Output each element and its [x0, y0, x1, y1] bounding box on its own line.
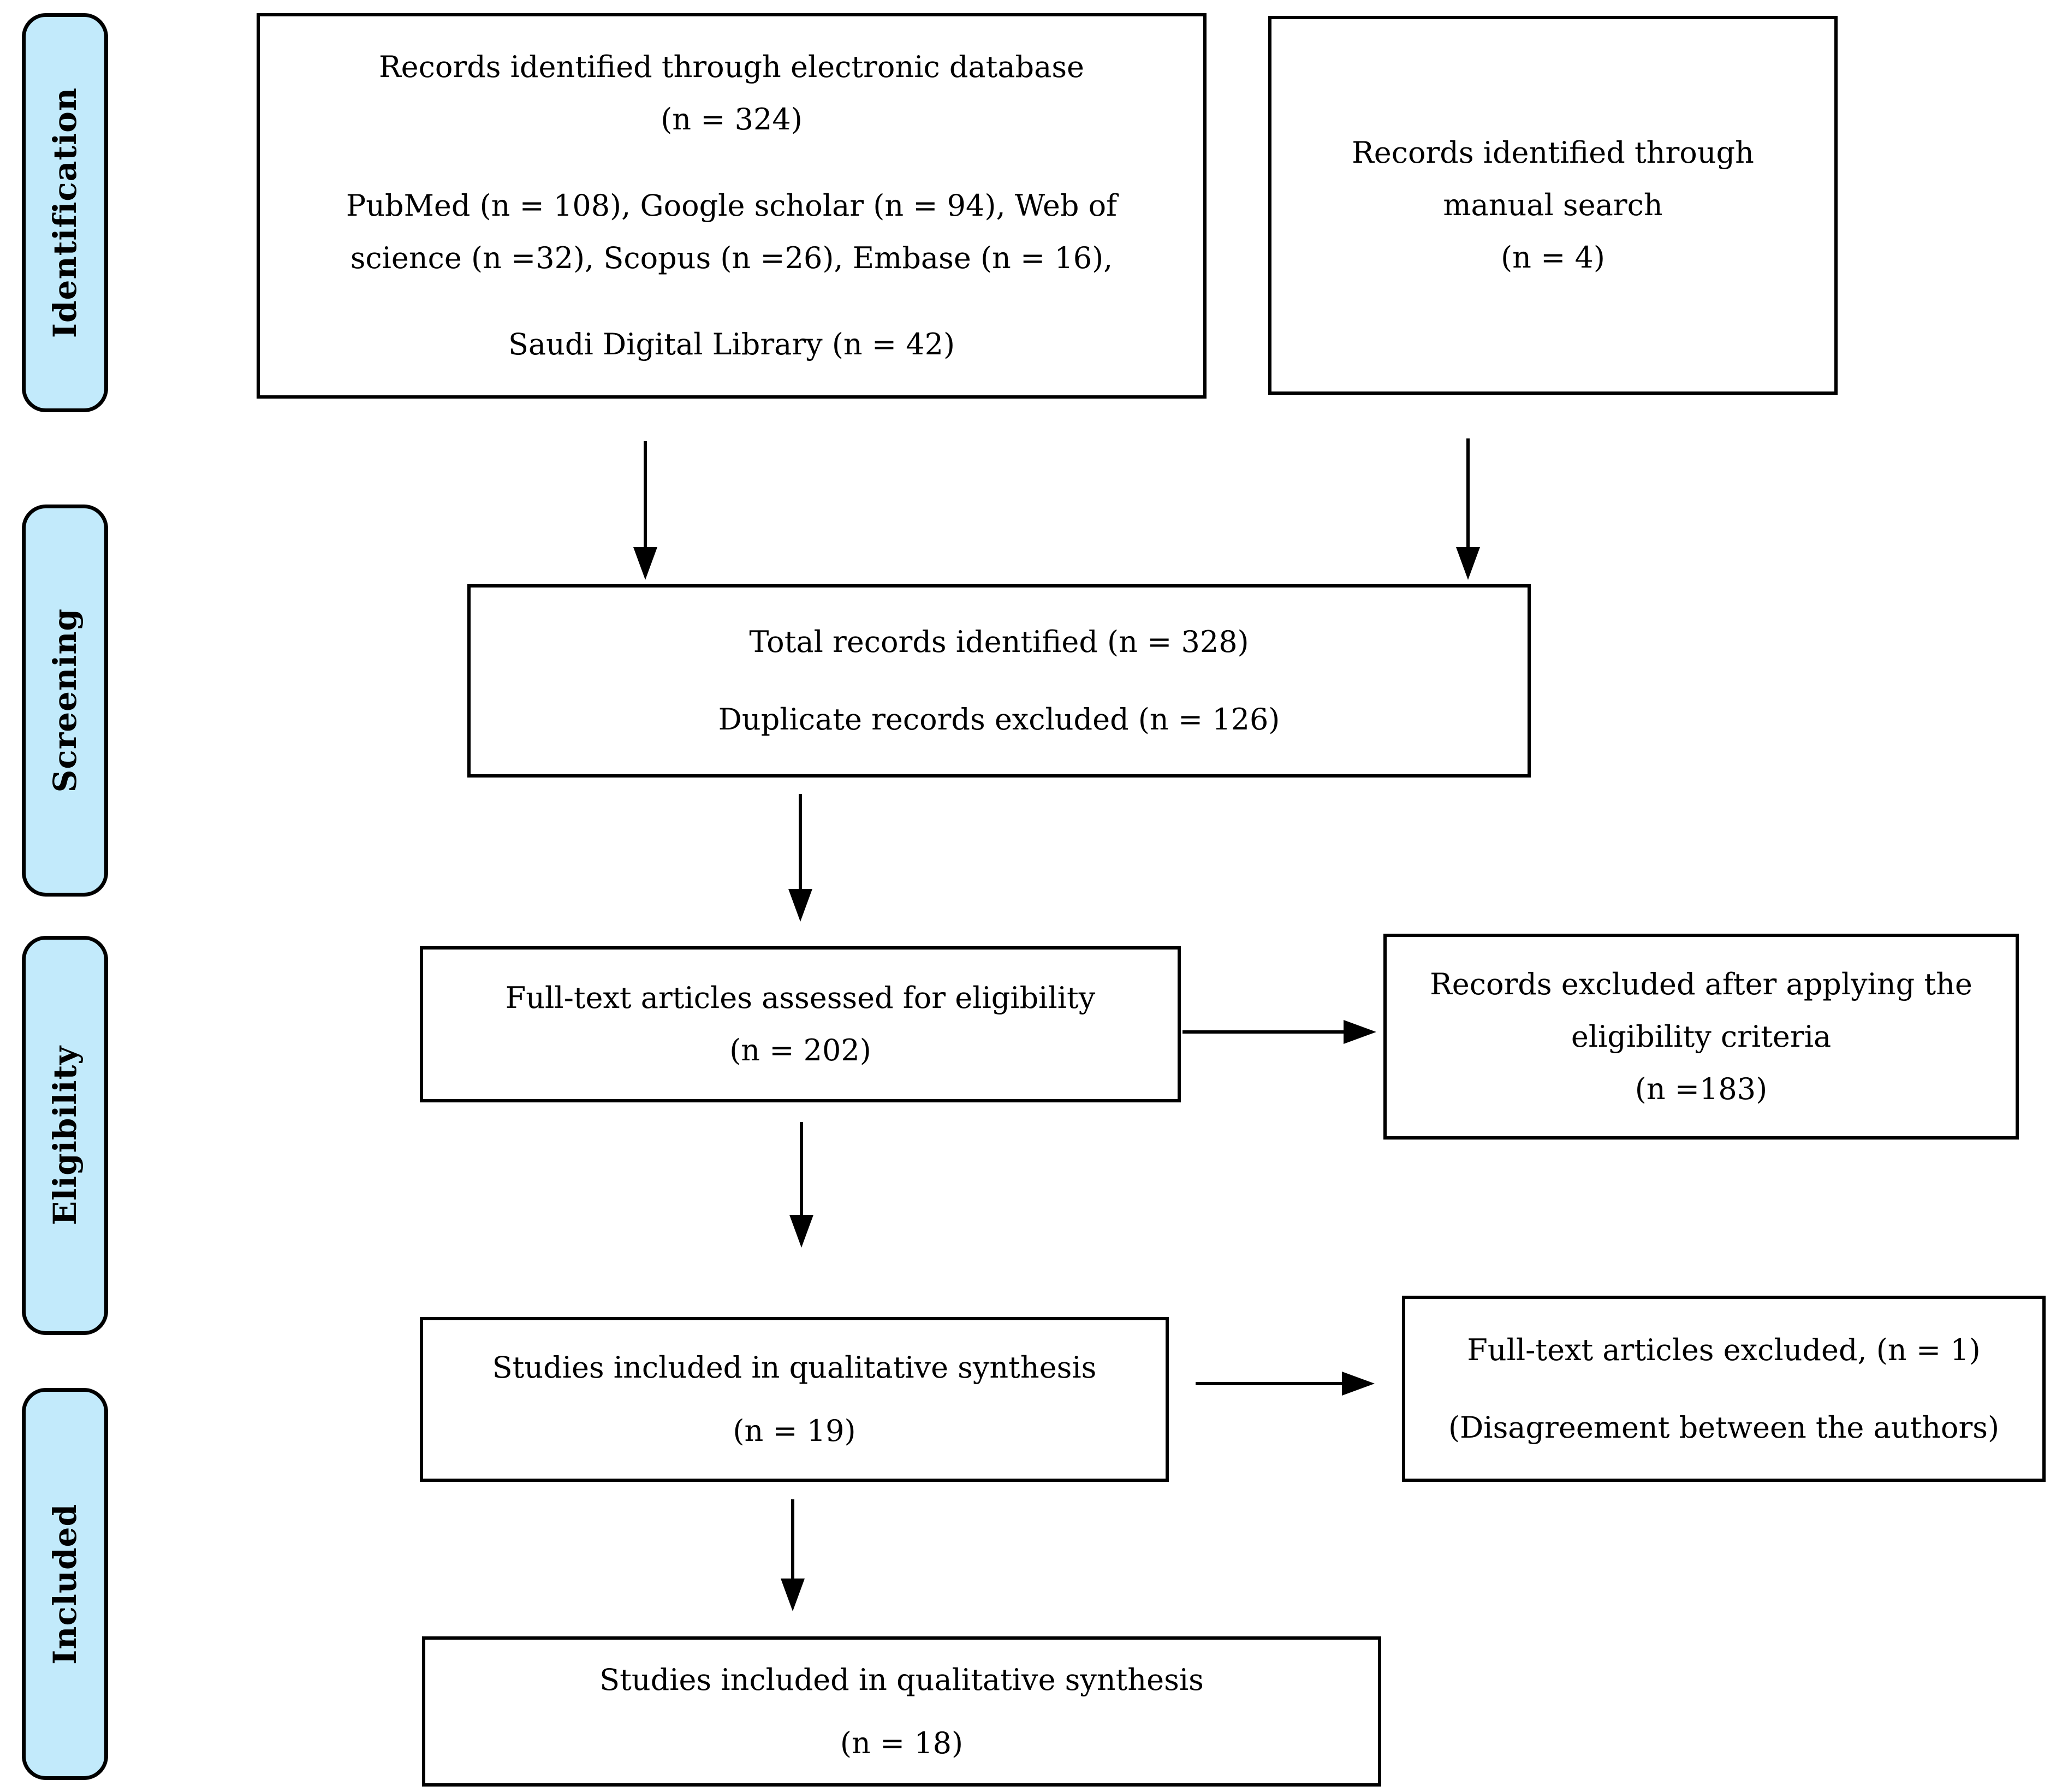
box-line: Full-text articles assessed for eligibil…: [505, 981, 1096, 1015]
stage-included: Included: [22, 1388, 108, 1780]
stage-screening: Screening: [22, 505, 108, 897]
box-line: Records excluded after applying the: [1430, 966, 1972, 1001]
box-line: Duplicate records excluded (n = 126): [718, 702, 1280, 737]
arrow-right-icon: [1344, 1020, 1376, 1044]
box-line: (Disagreement between the authors): [1448, 1410, 2000, 1445]
box-total-records: Total records identified (n = 328) Dupli…: [467, 584, 1531, 778]
arrow-line-total-to-fulltext: [799, 794, 802, 890]
box-line: Records identified through: [1352, 135, 1754, 170]
arrow-line-studies19-to-fulltext-excluded: [1196, 1382, 1343, 1385]
box-line: Total records identified (n = 328): [749, 625, 1249, 659]
box-line: Studies included in qualitative synthesi…: [599, 1662, 1204, 1697]
arrow-right-icon: [1342, 1372, 1375, 1396]
box-studies-qualitative-18: Studies included in qualitative synthesi…: [422, 1636, 1381, 1787]
box-line: (n =183): [1635, 1071, 1768, 1106]
box-fulltext-excluded: Full-text articles excluded, (n = 1) (Di…: [1402, 1296, 2046, 1482]
arrow-line-fulltext-to-excluded: [1182, 1030, 1345, 1034]
stage-screening-label: Screening: [46, 608, 84, 793]
box-line: Records identified through electronic da…: [379, 50, 1084, 84]
box-line: eligibility criteria: [1571, 1019, 1832, 1054]
stage-eligibility-label: Eligibility: [46, 1045, 84, 1225]
box-studies-qualitative-19: Studies included in qualitative synthesi…: [420, 1317, 1169, 1482]
box-line: Full-text articles excluded, (n = 1): [1467, 1332, 1981, 1367]
box-line: (n = 324): [661, 102, 803, 137]
box-fulltext-assessed: Full-text articles assessed for eligibil…: [420, 946, 1181, 1102]
arrow-line-fulltext-to-studies19: [800, 1122, 803, 1216]
box-line: manual search: [1443, 188, 1663, 222]
stage-identification-label: Identification: [46, 87, 84, 339]
box-line: PubMed (n = 108), Google scholar (n = 94…: [346, 188, 1118, 223]
stage-included-label: Included: [46, 1503, 84, 1665]
arrow-down-icon: [781, 1579, 805, 1611]
box-line: (n = 19): [733, 1414, 856, 1448]
arrow-down-icon: [789, 1215, 813, 1248]
box-line: science (n =32), Scopus (n =26), Embase …: [350, 241, 1113, 275]
stage-identification: Identification: [22, 13, 108, 412]
box-line: (n = 4): [1501, 240, 1605, 275]
arrow-line-studies19-to-studies18: [791, 1499, 794, 1580]
box-line: Studies included in qualitative synthesi…: [492, 1350, 1097, 1385]
arrow-down-icon: [788, 889, 812, 922]
box-line: (n = 202): [729, 1033, 871, 1067]
stage-eligibility: Eligibility: [22, 936, 108, 1335]
box-records-manual-search: Records identified through manual search…: [1268, 16, 1838, 395]
arrow-line-manual-to-total: [1466, 438, 1470, 548]
arrow-line-electronic-to-total: [644, 441, 647, 548]
arrow-down-icon: [1456, 547, 1480, 580]
box-line: (n = 18): [840, 1725, 964, 1760]
box-records-excluded: Records excluded after applying the elig…: [1383, 934, 2019, 1140]
box-line: Saudi Digital Library (n = 42): [508, 327, 955, 361]
box-records-electronic-database: Records identified through electronic da…: [257, 13, 1207, 399]
arrow-down-icon: [633, 547, 657, 580]
